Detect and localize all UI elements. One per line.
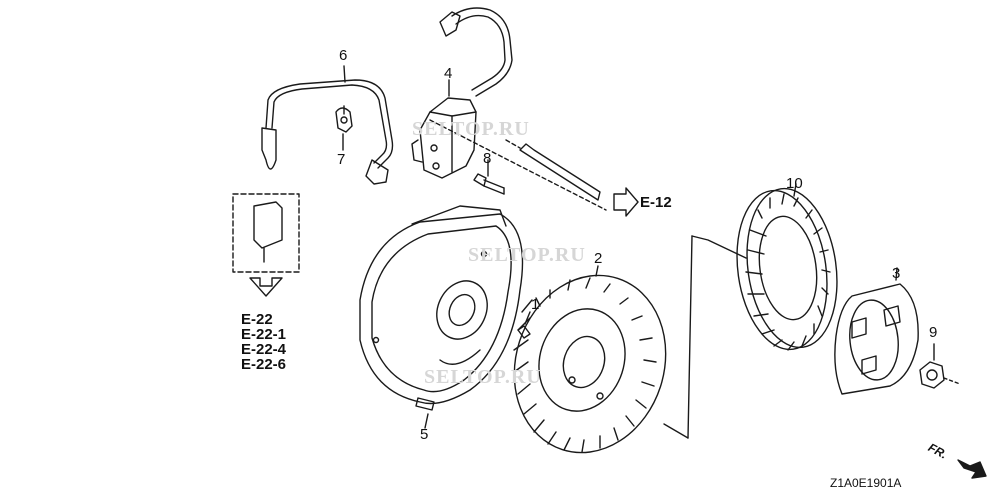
wire-clip-drawing (335, 105, 353, 151)
ground-wire-drawing (261, 65, 394, 185)
callout-5[interactable]: 5 (420, 426, 429, 443)
reference-list-e22: E-22 E-22-1 E-22-4 E-22-6 (241, 311, 287, 373)
callout-9[interactable]: 9 (929, 324, 938, 341)
callout-10[interactable]: 10 (786, 175, 803, 192)
ref-e-22-1[interactable]: E-22-1 (241, 326, 287, 343)
callout-4[interactable]: 4 (444, 65, 453, 82)
ref-e-22-4[interactable]: E-22-4 (241, 341, 287, 358)
ignition-coil-drawing (411, 7, 513, 179)
callout-3[interactable]: 3 (892, 265, 901, 282)
ref-e-22-6[interactable]: E-22-6 (241, 356, 287, 373)
watermark-1: SELTOP.RU (412, 118, 530, 140)
flywheel-cover-drawing (359, 205, 524, 429)
flywheel-nut-drawing (919, 343, 961, 389)
switch-box-drawing (232, 193, 300, 297)
flywheel-key-drawing (517, 311, 531, 339)
ref-e-12[interactable]: E-12 (640, 194, 672, 211)
callout-7[interactable]: 7 (337, 151, 346, 168)
watermark-2: SELTOP.RU (468, 244, 586, 266)
callout-6[interactable]: 6 (339, 47, 348, 64)
starter-pulley-drawing (736, 183, 838, 351)
flywheel-drawing (513, 235, 747, 454)
diagram-code: Z1A0E1901A (830, 476, 902, 490)
callout-1[interactable]: 1 (531, 296, 540, 313)
bolts-drawing (429, 119, 639, 217)
ref-e-22[interactable]: E-22 (241, 311, 273, 328)
callout-8[interactable]: 8 (483, 150, 492, 167)
starter-cup-drawing (834, 267, 919, 395)
callout-2[interactable]: 2 (594, 250, 603, 267)
watermark-3: SELTOP.RU (424, 366, 542, 388)
front-direction-arrow (957, 459, 987, 479)
